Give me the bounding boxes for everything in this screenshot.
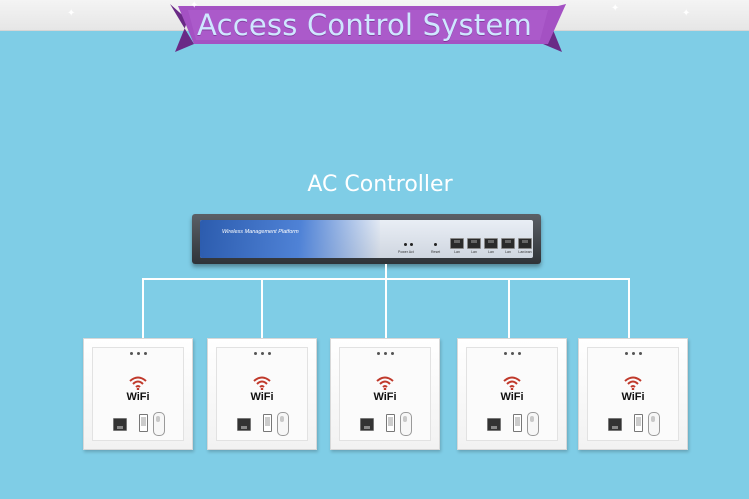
ethernet-port [608,418,622,431]
ethernet-port [467,238,481,249]
controller-swoosh [200,220,380,258]
led [434,243,437,246]
bus-line [142,278,629,280]
wifi-access-point: WiFi [83,338,193,450]
port-label: Lan [454,250,460,254]
wifi-icon [93,376,183,390]
ap-faceplate: WiFi [216,347,308,441]
ap-faceplate: WiFi [339,347,431,441]
usb-port [263,414,272,432]
trunk-line [385,264,387,338]
controller-label: AC Controller [307,172,453,197]
branch-line [508,278,510,338]
port-label: Lan [488,250,494,254]
controller-front-panel: Wireless Management Platform Power Act R… [200,220,533,258]
wifi-access-point: WiFi [330,338,440,450]
ap-leds [340,352,430,355]
port-label: Lan [505,250,511,254]
branch-line [142,278,144,338]
power-act-label: Power Act [398,250,414,254]
power-switch [400,412,412,436]
ethernet-port [237,418,251,431]
port-labels: Lan Lan Lan Lan Lan/wan [450,250,532,254]
wifi-icon [588,376,678,390]
reset-led [434,243,437,246]
ethernet-port [484,238,498,249]
usb-port [634,414,643,432]
wifi-access-point: WiFi [578,338,688,450]
port-label: Lan/wan [518,250,532,254]
ap-faceplate: WiFi [466,347,558,441]
ethernet-port [113,418,127,431]
banner-title: Access Control System [197,8,532,42]
wifi-icon [467,376,557,390]
usb-port [513,414,522,432]
ap-leds [588,352,678,355]
sparkle-icon: ✦ [611,3,620,14]
sparkle-icon: ✦ [190,0,199,11]
ap-faceplate: WiFi [587,347,679,441]
led [410,243,413,246]
ethernet-port [501,238,515,249]
ac-controller-device: Wireless Management Platform Power Act R… [192,214,541,264]
controller-panel-text: Wireless Management Platform [222,229,299,235]
wifi-icon [217,376,307,390]
branch-line [261,278,263,338]
power-switch [527,412,539,436]
sparkle-icon: ✦ [682,8,691,19]
ethernet-port [450,238,464,249]
usb-port [139,414,148,432]
port-label: Lan [471,250,477,254]
banner-fold-left [170,4,194,52]
ethernet-port [487,418,501,431]
wifi-label: WiFi [373,391,397,403]
wifi-label: WiFi [250,391,274,403]
power-switch [153,412,165,436]
banner-ribbon [170,4,566,52]
usb-port [386,414,395,432]
wifi-icon [340,376,430,390]
wifi-label: WiFi [500,391,524,403]
ap-leds [217,352,307,355]
ap-leds [93,352,183,355]
reset-label: Reset [431,250,441,254]
wifi-label: WiFi [621,391,645,403]
ap-faceplate: WiFi [92,347,184,441]
branch-line [628,278,630,338]
power-leds [404,243,413,246]
wifi-label: WiFi [126,391,150,403]
power-switch [648,412,660,436]
ethernet-ports [450,238,532,249]
banner-highlight [188,10,548,40]
sparkle-icon: ✦ [67,8,76,19]
wifi-access-point: WiFi [457,338,567,450]
wifi-access-point: WiFi [207,338,317,450]
power-switch [277,412,289,436]
ap-leds [467,352,557,355]
ethernet-port [360,418,374,431]
title-banner: Access Control System ✦ ✦ ✦ ✦ [0,0,749,60]
led [404,243,407,246]
ethernet-port [518,238,532,249]
